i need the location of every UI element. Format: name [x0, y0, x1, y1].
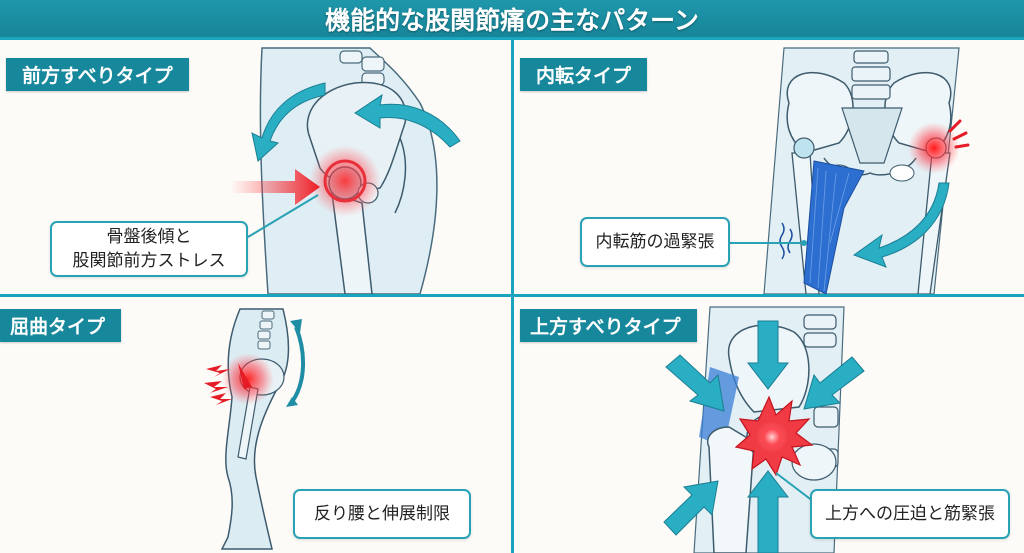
tension-wave-icon: [779, 222, 793, 260]
compression-arrows: [663, 320, 865, 553]
callout-line1: 上方への圧迫と筋緊張: [825, 504, 995, 524]
callout-line1: 内転筋の過緊張: [595, 232, 715, 252]
type-label-adduction: 内転タイプ: [520, 58, 648, 91]
type-label-superior-glide: 上方すべりタイプ: [520, 309, 697, 342]
adduction-arrow: [852, 182, 950, 268]
rotation-arrow-left: [251, 82, 326, 162]
panel-adduction: 内転タイプ 内転筋の過緊張: [514, 43, 1024, 294]
callout-line2: 股関節前方ストレス: [72, 251, 226, 271]
callout-flexion: 反り腰と伸展制限: [293, 489, 471, 539]
pelvis-front-illustration: [730, 47, 970, 294]
red-force-arrow: [230, 169, 320, 205]
callout-superior-glide: 上方への圧迫と筋緊張: [810, 489, 1010, 539]
hip-side-illustration: [230, 47, 461, 294]
page-title: 機能的な股関節痛の主なパターン: [325, 5, 699, 35]
pain-burst-icon: [948, 119, 970, 149]
panel-flexion: 屈曲タイプ 反り腰と伸展制限: [0, 297, 511, 553]
type-label-anterior-glide: 前方すべりタイプ: [6, 58, 189, 91]
pain-glow: [908, 122, 960, 174]
callout-line1: 骨盤後傾と: [106, 227, 192, 247]
pain-glow: [222, 353, 274, 405]
panel-anterior-glide: 前方すべりタイプ 骨盤後傾と 股関節前方ストレス: [0, 43, 511, 294]
title-banner: 機能的な股関節痛の主なパターン: [0, 0, 1024, 40]
leg-side-illustration: [204, 308, 305, 550]
hip-compression-illustration: [663, 306, 865, 553]
callout-line1: 反り腰と伸展制限: [314, 504, 450, 524]
pain-glow: [309, 145, 381, 217]
extension-range-arrow: [290, 326, 305, 404]
callout-adduction: 内転筋の過緊張: [580, 217, 730, 267]
panel-superior-glide: 上方すべりタイプ 上方への圧迫と筋緊張: [514, 297, 1024, 553]
type-label-flexion: 屈曲タイプ: [0, 309, 122, 342]
horizontal-divider: [0, 294, 1024, 297]
pain-bolt-icon: [204, 365, 232, 405]
callout-anterior-glide: 骨盤後傾と 股関節前方ストレス: [50, 221, 248, 277]
rotation-arrow-right: [354, 93, 461, 148]
